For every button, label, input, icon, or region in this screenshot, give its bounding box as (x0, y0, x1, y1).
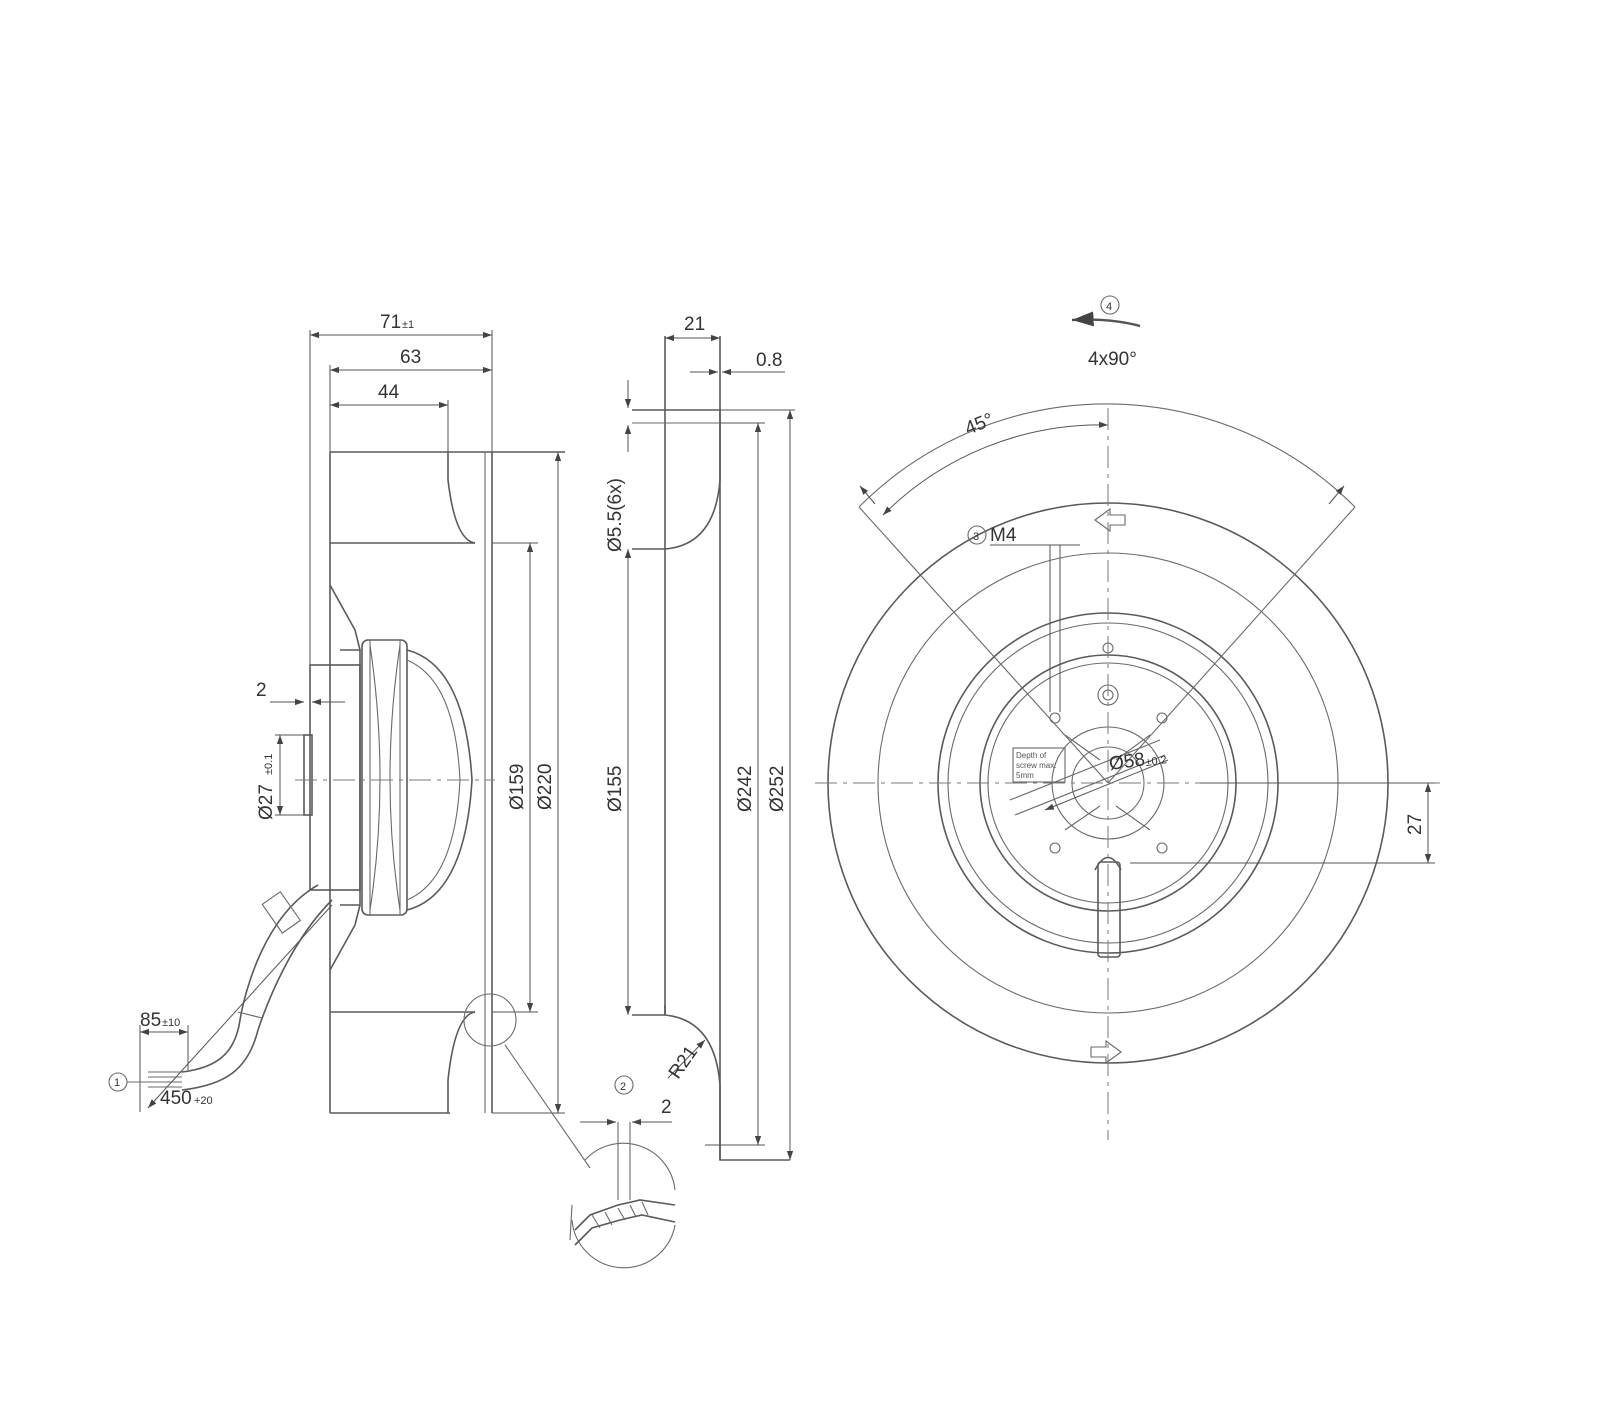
side-view: 71 ±1 63 44 2 Ø27 ±0.1 Ø159 Ø220 85 ±10 (108, 312, 565, 1114)
callout-2: 2 (620, 1081, 626, 1093)
airflow-arrow-down (1090, 1039, 1122, 1065)
dim-d27: Ø27 (256, 784, 277, 820)
dim-2-detail: 2 (661, 1097, 672, 1118)
dim-450-tolerance: +20 (194, 1095, 213, 1107)
dim-63: 63 (400, 347, 421, 368)
dim-d5-5-6x: Ø5.5(6x) (605, 478, 626, 552)
note-depth-line1: Depth of (1016, 751, 1047, 760)
dim-85-tolerance: ±10 (162, 1017, 180, 1029)
angle-45: 45° (962, 409, 997, 439)
dim-85: 85 (140, 1010, 161, 1031)
callout-1: 1 (114, 1077, 120, 1089)
dim-71: 71 (380, 312, 401, 333)
dim-0-8: 0.8 (756, 350, 782, 371)
dim-2-flange: 2 (256, 680, 267, 701)
dim-d58-tolerance: ±0.2 (1145, 754, 1168, 769)
airflow-arrow-up (1094, 507, 1126, 533)
dim-d159: Ø159 (507, 764, 528, 810)
dim-71-tolerance: ±1 (402, 319, 414, 331)
detail-2-magnified (569, 1142, 676, 1269)
dim-d27-tolerance: ±0.1 (263, 754, 275, 775)
note-depth-line3: 5mm (1016, 771, 1034, 780)
thread-m4: M4 (990, 525, 1017, 546)
dim-d58: Ø58 (1108, 749, 1146, 775)
angle-4x90: 4x90° (1088, 349, 1137, 370)
dim-27: 27 (1405, 814, 1426, 835)
dim-450: 450 (160, 1088, 192, 1109)
rotation-arrow (1071, 311, 1141, 328)
note-depth-line2: screw max. (1016, 761, 1056, 770)
dim-d155: Ø155 (605, 766, 626, 812)
section-view: 21 0.8 Ø5.5(6x) Ø155 Ø242 Ø252 R21 2 2 (504, 314, 795, 1269)
callout-4-circle (1100, 295, 1120, 315)
dim-d252: Ø252 (767, 766, 788, 812)
front-view: 4 4x90° 45° 3 M4 Ø58 ±0.2 Depth of screw… (815, 295, 1440, 1140)
cable-wire-ends (148, 1071, 182, 1088)
dim-21: 21 (684, 314, 705, 335)
dim-44: 44 (378, 382, 400, 403)
dim-d220: Ø220 (535, 764, 556, 810)
callout-3-circle (967, 525, 987, 545)
dim-d242: Ø242 (735, 766, 756, 812)
callout-2-circle (614, 1075, 634, 1095)
callout-3: 3 (973, 531, 979, 543)
callout-4: 4 (1106, 301, 1112, 313)
